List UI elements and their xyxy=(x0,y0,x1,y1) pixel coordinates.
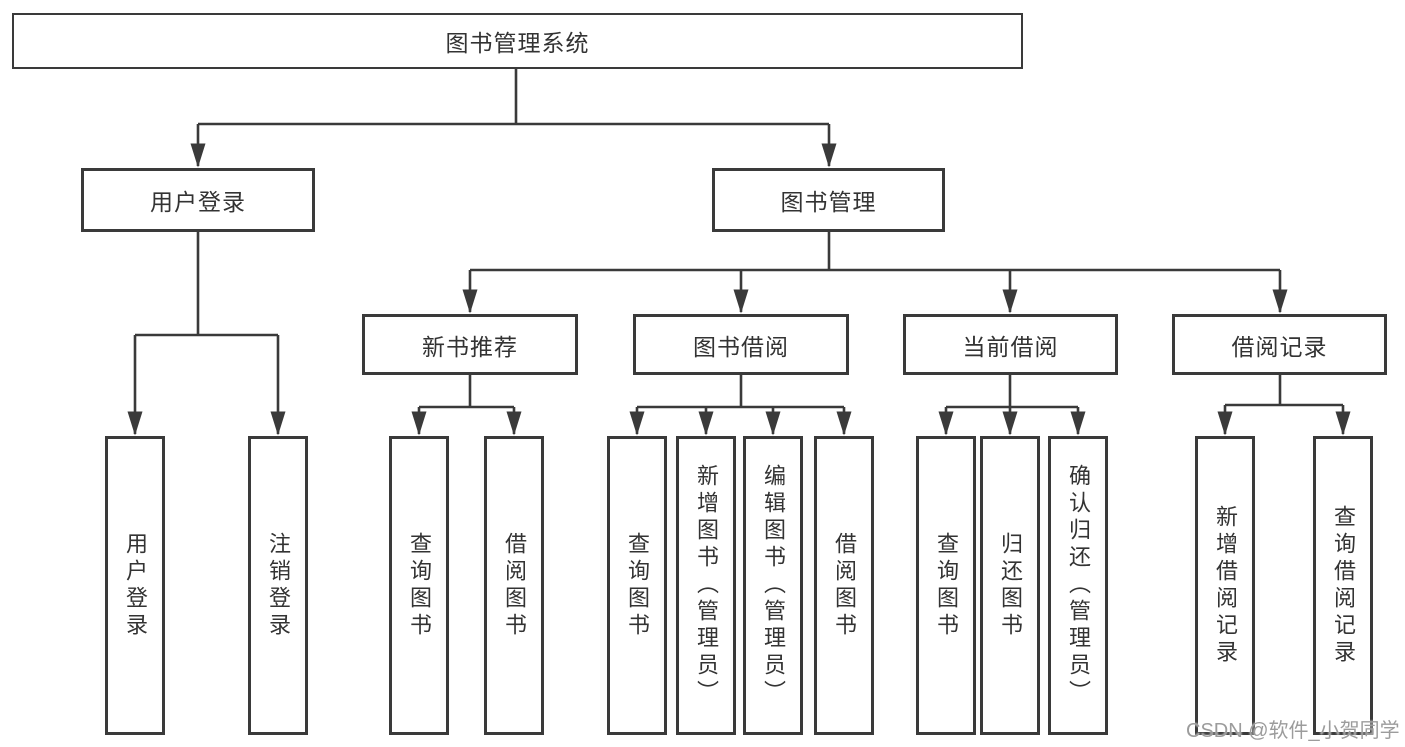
node-book-management: 图书管理 xyxy=(712,168,945,232)
leaf-return-books: 归还图书 xyxy=(980,436,1040,735)
node-label: 借阅图书 xyxy=(502,531,527,640)
node-label: 编辑图书（管理员） xyxy=(761,464,786,707)
leaf-user-login: 用户登录 xyxy=(105,436,165,735)
node-label: 图书管理 xyxy=(780,189,877,215)
node-label: 图书借阅 xyxy=(693,333,789,360)
leaf-edit-books-admin: 编辑图书（管理员） xyxy=(743,436,803,735)
node-label: 查询图书 xyxy=(934,531,959,640)
leaf-add-books-admin: 新增图书（管理员） xyxy=(676,436,736,735)
csdn-watermark: CSDN @软件_小贺同学 xyxy=(1186,720,1400,742)
leaf-add-borrow-record: 新增借阅记录 xyxy=(1195,436,1255,735)
node-current-borrowing: 当前借阅 xyxy=(903,314,1118,375)
node-label: 新增图书（管理员） xyxy=(694,464,719,707)
leaf-logout: 注销登录 xyxy=(248,436,308,735)
leaf-query-books-1: 查询图书 xyxy=(389,436,449,735)
node-label: 注销登录 xyxy=(266,531,291,640)
leaf-borrow-books-2: 借阅图书 xyxy=(814,436,874,735)
node-label: 用户登录 xyxy=(150,189,246,215)
node-new-book-recommend: 新书推荐 xyxy=(362,314,578,375)
leaf-confirm-return-admin: 确认归还（管理员） xyxy=(1048,436,1108,735)
node-borrowing-records: 借阅记录 xyxy=(1172,314,1387,375)
node-label: 查询图书 xyxy=(625,531,650,640)
node-label: 新增借阅记录 xyxy=(1213,504,1238,667)
leaf-borrow-books-1: 借阅图书 xyxy=(484,436,544,735)
node-label: 当前借阅 xyxy=(962,333,1059,360)
leaf-query-books-2: 查询图书 xyxy=(607,436,667,735)
node-label: 归还图书 xyxy=(998,531,1023,640)
node-label: 确认归还（管理员） xyxy=(1066,464,1091,707)
leaf-query-borrow-record: 查询借阅记录 xyxy=(1313,436,1373,735)
node-label: 借阅记录 xyxy=(1231,333,1328,360)
node-label: 用户登录 xyxy=(123,531,148,640)
node-label: 借阅图书 xyxy=(832,531,857,640)
node-label: 查询借阅记录 xyxy=(1331,504,1356,667)
node-user-login: 用户登录 xyxy=(81,168,315,232)
node-label: 查询图书 xyxy=(407,531,432,640)
node-label: 新书推荐 xyxy=(422,333,518,360)
leaf-query-books-3: 查询图书 xyxy=(916,436,976,735)
node-label: 图书管理系统 xyxy=(445,30,590,56)
node-library-management-system: 图书管理系统 xyxy=(12,13,1023,69)
node-book-borrowing: 图书借阅 xyxy=(633,314,849,375)
